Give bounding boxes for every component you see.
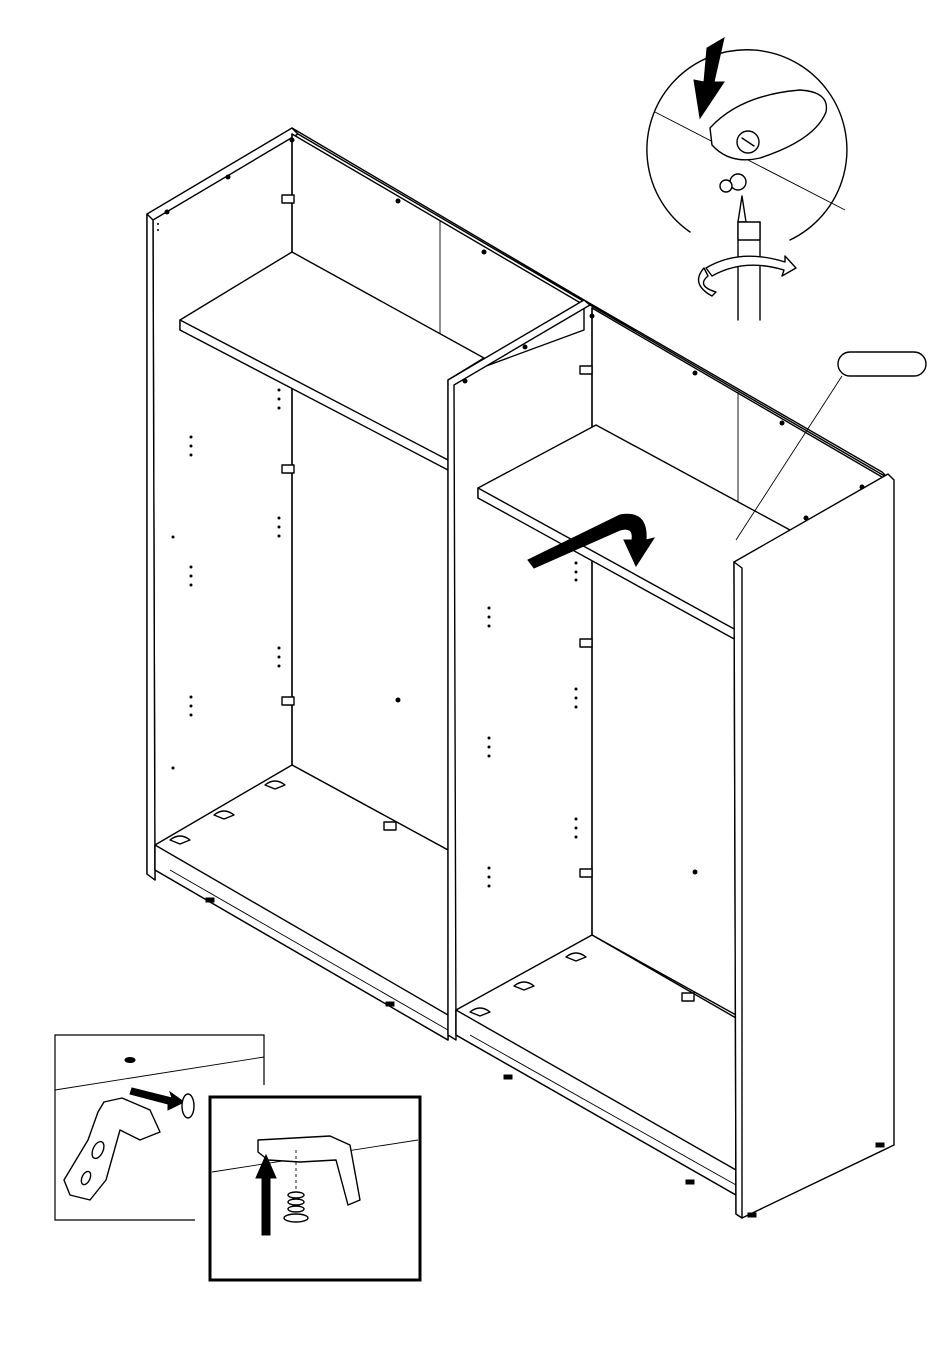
callout-bubble — [838, 352, 926, 376]
right-cabinet — [456, 300, 894, 1218]
down-arrow-icon — [694, 38, 724, 118]
shelf-bracket — [580, 869, 592, 877]
foot — [206, 898, 214, 902]
shelf-bracket — [682, 993, 694, 1001]
rotation-arrow-icon — [699, 256, 796, 296]
shelf-bracket — [282, 195, 294, 203]
bracket-leg — [64, 1098, 160, 1200]
foot — [504, 1075, 512, 1079]
left-cabinet — [147, 128, 590, 1040]
right-outer-side-front-edge — [734, 562, 742, 1218]
leveling-foot-detail — [210, 1097, 420, 1280]
detail-frame — [210, 1097, 420, 1280]
foot — [876, 1143, 884, 1147]
center-divider-panel — [448, 300, 590, 1040]
cam-body — [710, 90, 826, 160]
shelf-bracket — [384, 822, 396, 830]
shelf-bracket — [580, 639, 592, 647]
foot — [686, 1180, 694, 1184]
foot — [386, 1002, 394, 1006]
detail-edge-line — [55, 1057, 264, 1090]
foot — [748, 1213, 756, 1217]
left-outer-side-panel — [147, 128, 298, 880]
shelf-bracket — [580, 366, 592, 374]
glide-cap — [182, 1094, 194, 1118]
shelf-bracket — [282, 697, 294, 705]
cam-lock-detail — [647, 38, 847, 320]
right-outer-side-panel — [734, 474, 894, 1218]
detail-hole — [125, 1058, 135, 1063]
left-outer-side-front-edge — [147, 214, 155, 880]
shelf-bracket — [282, 465, 294, 473]
